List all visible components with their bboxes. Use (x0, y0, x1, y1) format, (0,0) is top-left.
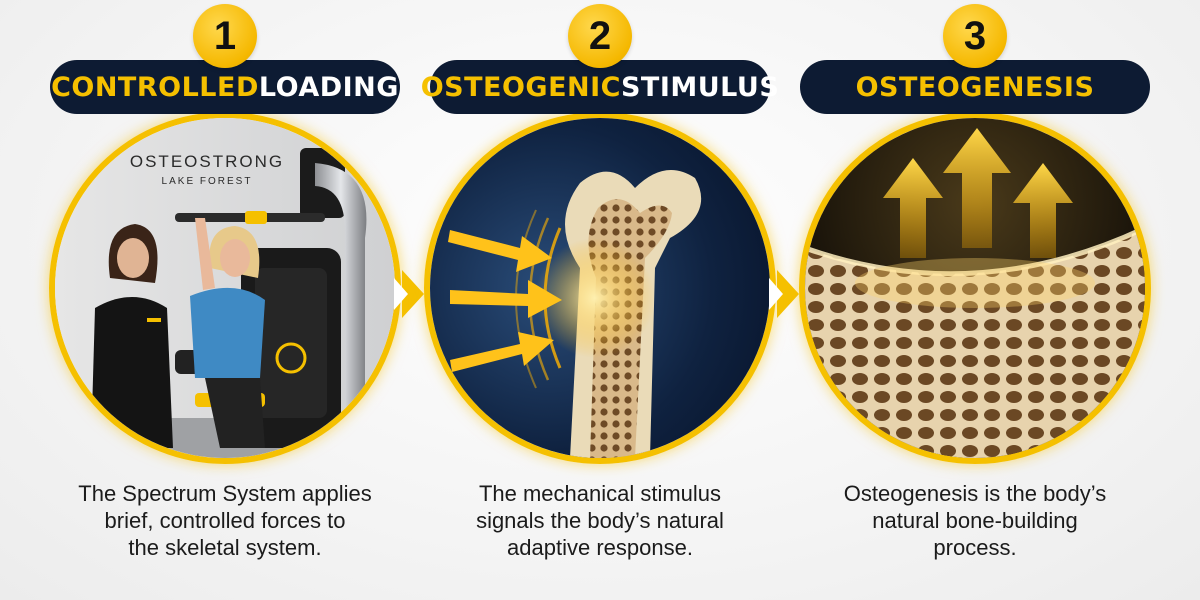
step-osteogenesis: 3 OSTEOGENESIS (785, 0, 1165, 600)
step-description: Osteogenesis is the body’s natural bone-… (785, 480, 1165, 561)
brand-logo: OSTEOSTRONG LAKE FOREST (127, 152, 287, 187)
brand-location: LAKE FOREST (161, 176, 253, 187)
desc-line: The mechanical stimulus (478, 481, 722, 506)
bone-growth-illustration (799, 112, 1151, 464)
step-description: The Spectrum System applies brief, contr… (35, 480, 415, 561)
desc-line: signals the body’s natural (476, 508, 724, 533)
step-description: The mechanical stimulus signals the body… (410, 480, 790, 561)
step-title-rest: LOADING (258, 71, 399, 103)
desc-line: brief, controlled forces to (104, 508, 346, 533)
bone-stimulus-illustration (424, 112, 776, 464)
step-title-highlight: OSTEOGENIC (420, 71, 621, 103)
desc-line: adaptive response. (507, 535, 693, 560)
arrow-right-icon (448, 230, 562, 372)
step-number-badge: 1 (193, 4, 257, 68)
desc-line: natural bone-building (872, 508, 1078, 533)
step-title-highlight: CONTROLLED (51, 71, 259, 103)
step-title-rest: STIMULUS (620, 71, 780, 103)
desc-line: Osteogenesis is the body’s (843, 481, 1107, 506)
desc-line: the skeletal system. (128, 535, 322, 560)
chevron-right-icon (769, 270, 799, 318)
desc-line: process. (933, 535, 1017, 560)
arrow-up-icon (883, 128, 1073, 258)
step-title-highlight: OSTEOGENESIS (855, 71, 1095, 103)
brand-name: OSTEOSTRONG (129, 152, 285, 171)
desc-line: The Spectrum System applies (78, 481, 372, 506)
step-number-badge: 3 (943, 4, 1007, 68)
step-osteogenic-stimulus: 2 OSTEOGENIC STIMULUS (410, 0, 790, 600)
step-number-badge: 2 (568, 4, 632, 68)
step-title: OSTEOGENESIS (800, 60, 1150, 114)
step-title: CONTROLLED LOADING (50, 60, 400, 114)
step-title: OSTEOGENIC STIMULUS (421, 60, 779, 114)
chevron-right-icon (394, 270, 424, 318)
step-controlled-loading: 1 CONTROLLED LOADING (35, 0, 415, 600)
